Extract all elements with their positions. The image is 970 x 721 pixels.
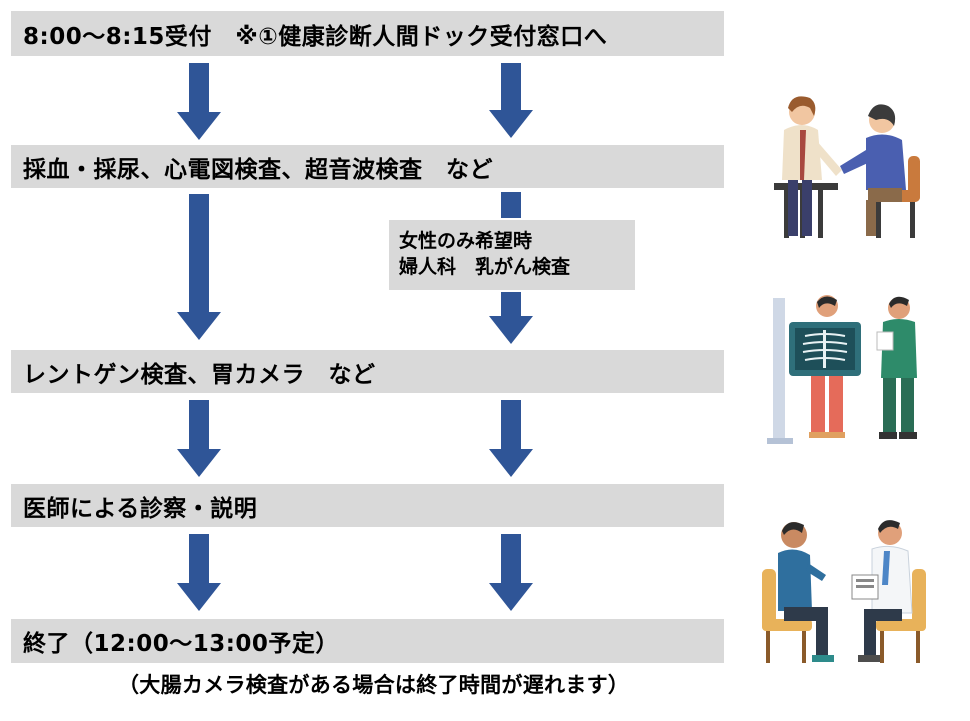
- xray-illustration: [767, 295, 917, 444]
- womens-exam-note: 女性のみ希望時 婦人科 乳がん検査: [389, 220, 635, 290]
- arrow-down-icon: [489, 534, 533, 611]
- arrow-down-icon: [489, 63, 533, 138]
- step-blood-urine-ecg-ultrasound: 採血・採尿、心電図検査、超音波検査 など: [11, 145, 724, 188]
- arrow-down-icon: [489, 400, 533, 477]
- arrow-down-icon: [177, 63, 221, 140]
- step-doctor-consultation: 医師による診察・説明: [11, 484, 724, 527]
- womens-exam-note-line2: 婦人科 乳がん検査: [399, 256, 571, 278]
- footer-note: （大腸カメラ検査がある場合は終了時間が遅れます）: [118, 673, 630, 697]
- arrow-down-icon: [177, 534, 221, 611]
- step-xray-gastroscopy: レントゲン検査、胃カメラ など: [11, 350, 724, 393]
- womens-exam-note-line1: 女性のみ希望時: [399, 230, 533, 252]
- arrow-down-icon: [489, 292, 533, 344]
- step-end: 終了（12:00～13:00予定）: [11, 619, 724, 663]
- blood-draw-illustration: [774, 96, 920, 238]
- arrow-down-icon: [177, 400, 221, 477]
- step-reception: 8:00～8:15受付 ※①健康診断人間ドック受付窓口へ: [11, 11, 724, 56]
- doctor-consultation-illustration: [762, 520, 926, 663]
- arrow-down-icon: [501, 192, 521, 218]
- arrow-down-icon: [177, 194, 221, 340]
